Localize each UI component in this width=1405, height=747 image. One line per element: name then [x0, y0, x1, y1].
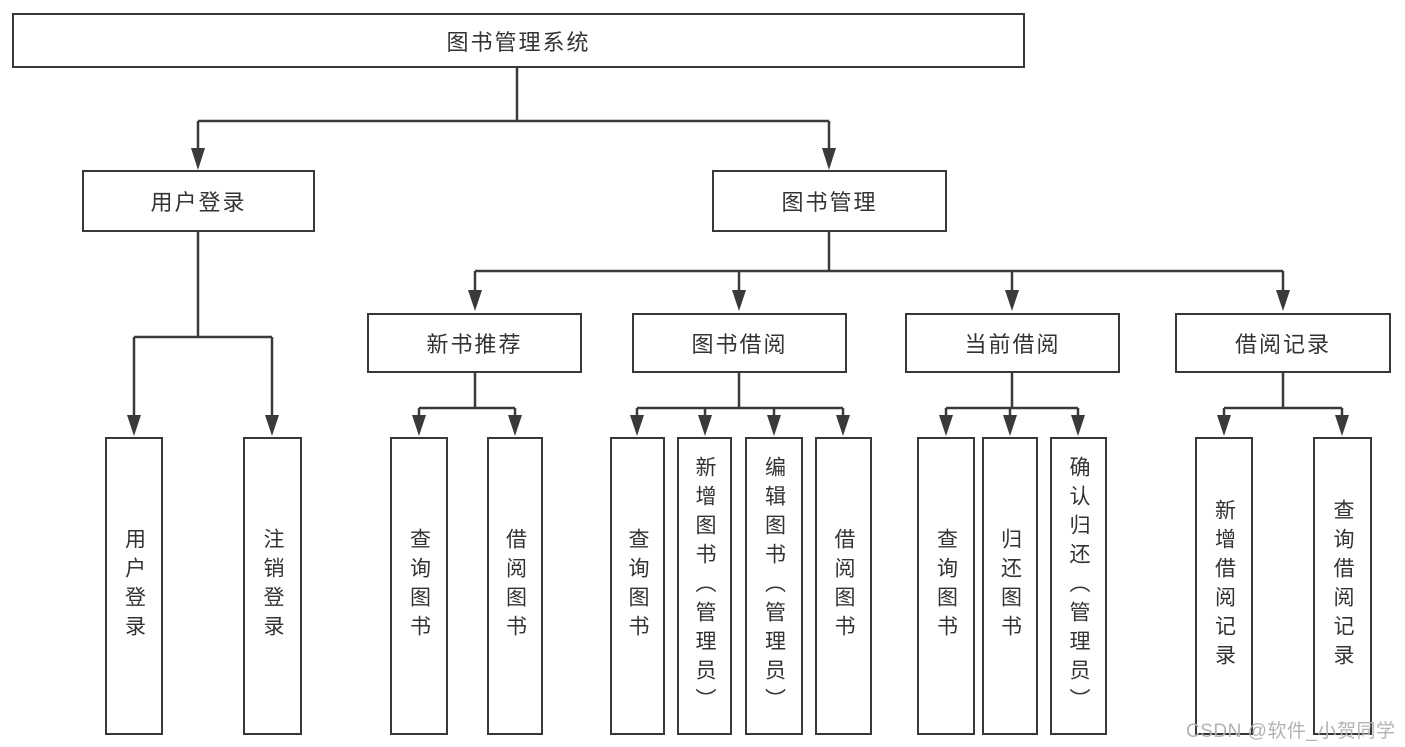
leaf-edit-book-admin-label: 编辑图书（管理员）: [762, 455, 786, 717]
connector-book-management-branch: [473, 232, 1285, 292]
leaf-query-borrow-record-label: 查询借阅记录: [1331, 499, 1354, 673]
node-borrowing-records-label: 借阅记录: [1234, 332, 1331, 357]
node-book-management: 图书管理: [712, 170, 947, 232]
connector-user-login-branch: [132, 232, 274, 417]
node-user-login: 用户登录: [82, 170, 315, 232]
node-borrowing-records: 借阅记录: [1175, 313, 1391, 373]
connector-current-borrow-branch: [944, 373, 1080, 417]
leaf-query-books-current: 查询图书: [917, 437, 975, 735]
leaf-query-books-recommend: 查询图书: [390, 437, 448, 735]
leaf-query-books-current-label: 查询图书: [934, 528, 958, 644]
node-book-management-label: 图书管理: [781, 190, 878, 215]
leaf-edit-book-admin: 编辑图书（管理员）: [745, 437, 803, 735]
connector-borrow-record-branch: [1222, 373, 1344, 417]
leaf-user-login-label: 用户登录: [122, 528, 146, 644]
leaf-add-borrow-record-label: 新增借阅记录: [1212, 499, 1236, 673]
leaf-confirm-return-admin-label: 确认归还（管理员）: [1067, 455, 1090, 717]
leaf-confirm-return-admin: 确认归还（管理员）: [1050, 437, 1107, 735]
leaf-return-book: 归还图书: [982, 437, 1038, 735]
leaf-add-borrow-record: 新增借阅记录: [1195, 437, 1253, 735]
node-current-borrowing-label: 当前借阅: [964, 332, 1061, 357]
leaf-logout: 注销登录: [243, 437, 302, 735]
leaf-add-book-admin-label: 新增图书（管理员）: [693, 455, 716, 717]
node-current-borrowing: 当前借阅: [905, 313, 1120, 373]
node-user-login-label: 用户登录: [150, 190, 247, 215]
leaf-query-books-recommend-label: 查询图书: [407, 528, 431, 644]
node-root-library-system: 图书管理系统: [12, 13, 1025, 68]
leaf-borrow-books-recommend-label: 借阅图书: [503, 528, 527, 644]
leaf-query-borrow-record: 查询借阅记录: [1313, 437, 1372, 735]
csdn-watermark: CSDN @软件_小贺同学: [1186, 721, 1396, 742]
leaf-borrow-books: 借阅图书: [815, 437, 872, 735]
node-new-book-recommendation: 新书推荐: [367, 313, 582, 373]
leaf-logout-label: 注销登录: [261, 528, 284, 644]
node-root-label: 图书管理系统: [446, 29, 591, 55]
connector-new-book-branch: [417, 373, 517, 417]
connector-book-borrow-branch: [635, 373, 845, 417]
node-book-borrowing-label: 图书借阅: [691, 332, 788, 357]
leaf-add-book-admin: 新增图书（管理员）: [677, 437, 732, 735]
leaf-return-book-label: 归还图书: [998, 528, 1022, 644]
leaf-user-login: 用户登录: [105, 437, 163, 735]
node-book-borrowing: 图书借阅: [632, 313, 847, 373]
leaf-query-books-borrow-label: 查询图书: [626, 528, 649, 644]
leaf-query-books-borrow: 查询图书: [610, 437, 665, 735]
connector-root-to-branches: [196, 68, 831, 150]
leaf-borrow-books-label: 借阅图书: [832, 528, 855, 644]
leaf-borrow-books-recommend: 借阅图书: [487, 437, 543, 735]
node-new-book-recommendation-label: 新书推荐: [426, 332, 523, 357]
